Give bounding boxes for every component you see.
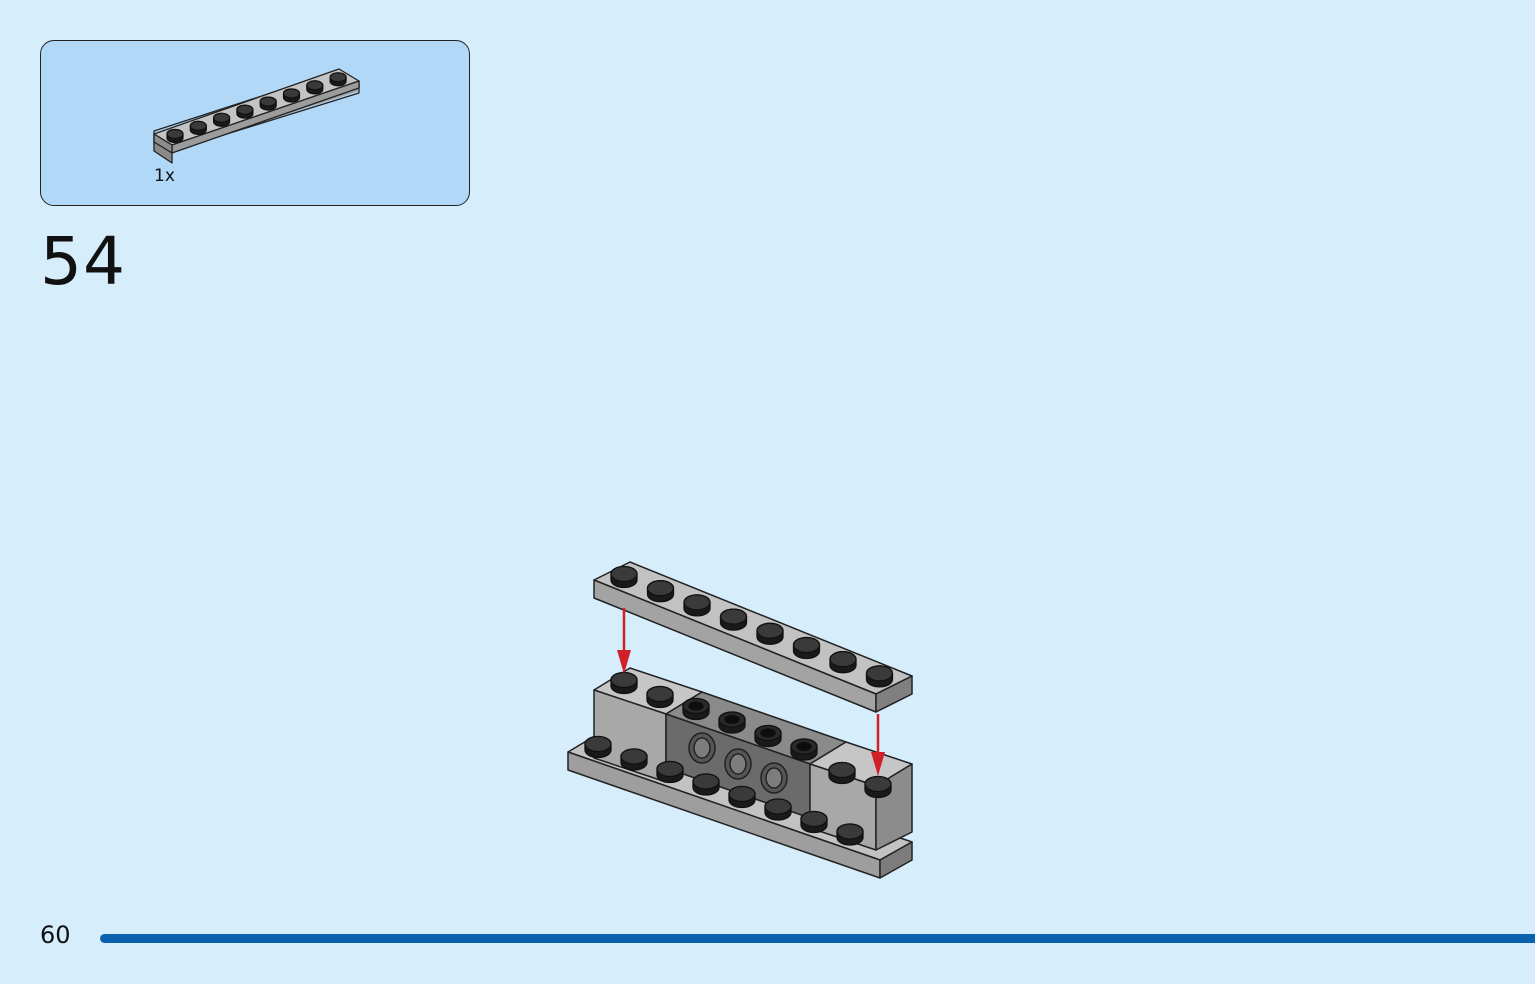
plate-stud bbox=[610, 565, 638, 589]
plate-stud bbox=[259, 96, 277, 111]
technic-stud bbox=[718, 711, 746, 734]
plate-stud bbox=[189, 120, 207, 135]
plate-stud bbox=[236, 104, 254, 119]
technic-stud bbox=[790, 738, 818, 761]
page-number: 60 bbox=[40, 921, 71, 949]
plate-stud bbox=[213, 112, 231, 127]
plate-stud bbox=[829, 651, 857, 674]
base-plate-stud bbox=[620, 748, 648, 771]
technic-stud bbox=[754, 724, 782, 748]
brick-stud bbox=[864, 775, 892, 799]
base-plate-stud bbox=[800, 810, 828, 834]
plate-stud bbox=[683, 594, 711, 617]
plate-1x8-part-image bbox=[153, 68, 360, 164]
brick-stud bbox=[646, 685, 674, 709]
base-plate-stud bbox=[692, 773, 720, 796]
plate-stud bbox=[646, 580, 675, 603]
brick-stud bbox=[828, 761, 856, 785]
plate-stud bbox=[306, 80, 324, 95]
plate-stud bbox=[329, 72, 347, 87]
placement-arrow-right bbox=[871, 714, 885, 776]
assembly-illustration bbox=[567, 561, 913, 879]
base-plate-stud bbox=[656, 760, 684, 784]
part-quantity-label: 1x bbox=[154, 166, 175, 186]
step-number: 54 bbox=[40, 223, 126, 300]
plate-stud bbox=[865, 665, 894, 688]
brick-stud bbox=[610, 671, 638, 695]
placement-arrow-left bbox=[617, 608, 631, 674]
base-plate-stud bbox=[764, 798, 792, 821]
plate-stud bbox=[719, 608, 748, 631]
plate-stud bbox=[792, 636, 821, 660]
base-plate-stud bbox=[584, 735, 612, 759]
plate-stud bbox=[282, 88, 301, 103]
plate-stud bbox=[166, 128, 184, 144]
page-progress-bar bbox=[100, 934, 1535, 943]
base-plate-stud bbox=[728, 785, 756, 809]
plate-stud bbox=[756, 622, 784, 645]
technic-stud bbox=[682, 697, 710, 721]
parts-callout-box: 1x bbox=[40, 40, 470, 206]
base-plate-stud bbox=[836, 823, 864, 846]
